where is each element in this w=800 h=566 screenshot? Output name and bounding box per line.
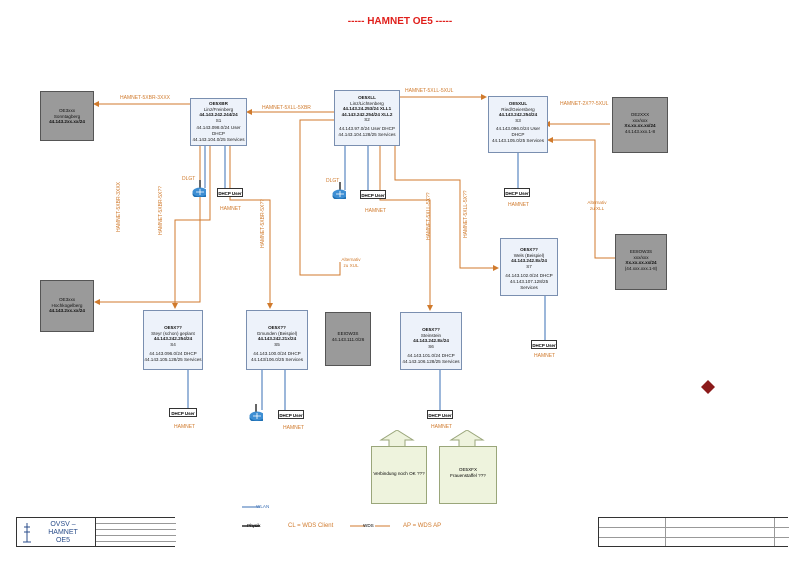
site-node-s5: OE5X??Gmunden (Beispiel)44.143.242.21x/2…: [246, 310, 308, 370]
router-icon: [192, 187, 206, 197]
hamnet-label: HAMNET: [365, 208, 387, 214]
link-s1-e2: [94, 145, 201, 305]
dlgt-label: DLGT: [182, 176, 196, 182]
dhcp-user-box: DHCP User: [169, 408, 197, 417]
link-label: HAMNET-5XLL-5X??: [426, 192, 432, 240]
link-s1-s4: [172, 145, 211, 309]
legend-wds: WDS: [363, 523, 374, 528]
hamnet-label: HAMNET: [508, 202, 530, 208]
drawing-info-block: [598, 517, 789, 547]
link-label: HAMNET-5XBR-3XXX: [120, 95, 171, 101]
hamnet-label: HAMNET: [431, 424, 453, 430]
dhcp-user-box: DHCP User: [278, 410, 304, 419]
dhcp-user-box: DHCP User: [427, 410, 453, 419]
link-label: HAMNET-2X??-5XUL: [560, 101, 609, 107]
hamnet-label: HAMNET: [174, 424, 196, 430]
legend-wlan: WLAN: [256, 504, 270, 509]
page-title: ----- HAMNET OE5 -----: [347, 16, 453, 27]
hamnet-label: HAMNET: [220, 206, 242, 212]
link-s1-s5: [229, 145, 273, 309]
dhcp-user-box: DHCP User: [217, 188, 243, 197]
link-label: HAMNET-5XBR-5X??: [260, 199, 266, 248]
link-s2-s7: [394, 145, 499, 271]
router-icon: [332, 189, 346, 199]
legend-client: CL = WDS Client: [288, 523, 334, 529]
legend-physik: Physik: [247, 523, 261, 528]
hamnet-label: HAMNET: [534, 353, 556, 359]
link-label: HAMNET-5XLL-5XUL: [405, 88, 454, 94]
note-verbindung: Verbindung noch OK ???: [371, 446, 427, 504]
dhcp-user-box: DHCP User: [360, 190, 386, 199]
hamnet-label: HAMNET: [283, 425, 305, 431]
link-label: HAMNET-5XBR-5X??: [158, 186, 164, 235]
dhcp-user-box: DHCP User: [531, 340, 557, 349]
router-icon: [249, 411, 263, 421]
diamond-marker: [701, 380, 715, 394]
link-e4-s3: [547, 137, 615, 259]
link-e5-s2: [299, 119, 341, 276]
legend-ap: AP = WDS AP: [403, 523, 442, 529]
dhcp-user-box: DHCP User: [504, 188, 530, 197]
link-label: HAMNET-5XLL-5X??: [463, 190, 469, 238]
link-s2-s6: [379, 145, 433, 311]
link-label: HAMNET-5XLL-5XBR: [262, 105, 311, 111]
link-label: HAMNET-5XBR-3XXX: [116, 181, 122, 232]
mast-icon: [23, 523, 31, 543]
revision-table: [95, 518, 176, 546]
dlgt-label: DLGT: [326, 178, 340, 184]
legend-lines: [242, 506, 390, 527]
